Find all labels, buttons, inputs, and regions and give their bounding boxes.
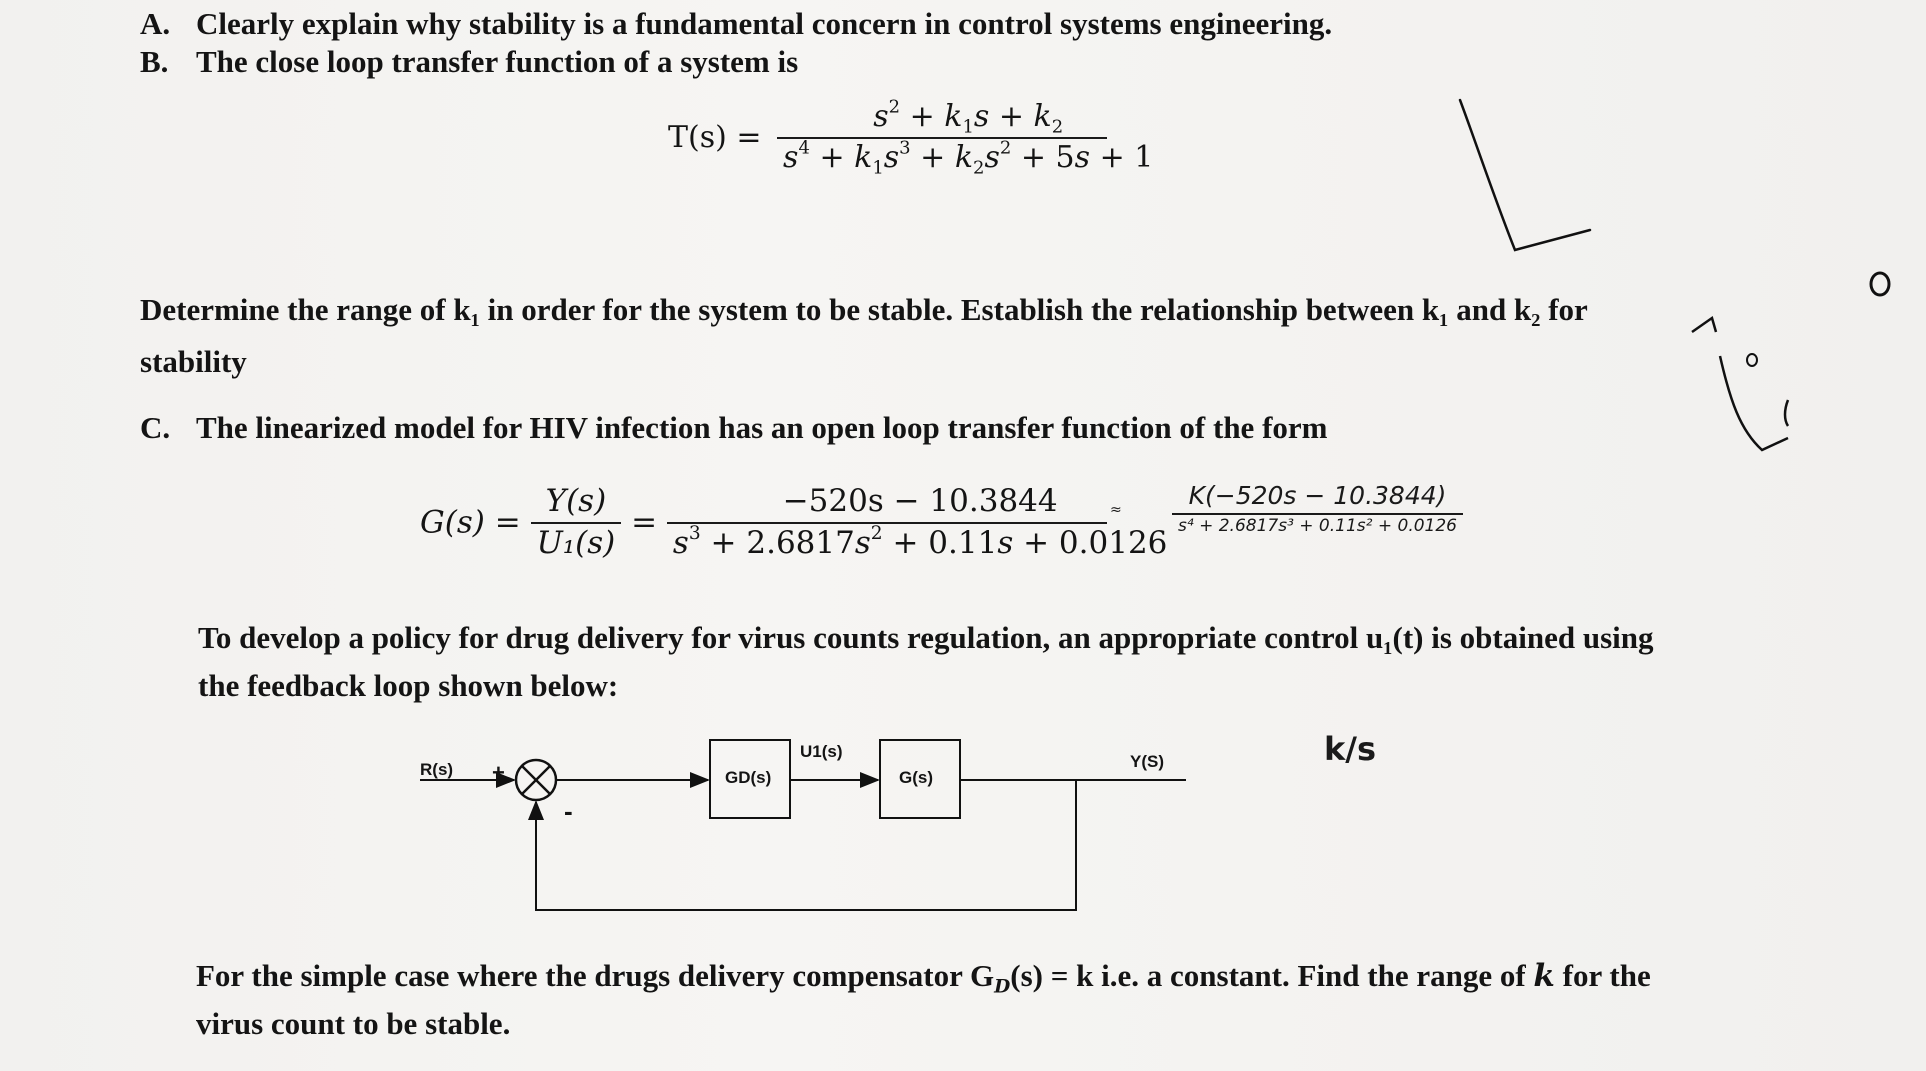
gs-denominator: s3 + 2.6817s2 + 0.11s + 0.0126 [672, 522, 1168, 561]
handwritten-denominator: s⁴ + 2.6817s³ + 0.11s² + 0.0126 [1178, 515, 1457, 536]
gs-ratio-denominator: U₁(s) [536, 524, 616, 561]
question-b: B. The close loop transfer function of a … [140, 44, 798, 80]
paragraph-compensator: For the simple case where the drugs deli… [196, 958, 1651, 998]
question-b-prompt-cont: stability [140, 344, 247, 379]
question-a: A. Clearly explain why stability is a fun… [140, 6, 1332, 42]
question-a-text: Clearly explain why stability is a funda… [196, 6, 1333, 41]
handwritten-approx-mark: ≈ [1110, 502, 1122, 518]
handwritten-margin-marks [1691, 271, 1891, 452]
question-c-label: C. [140, 410, 171, 445]
transfer-function-g: G(s) = Y(s) U₁(s) = −520s − 10.3844 s3 +… [420, 483, 1173, 561]
handwritten-k-over-s-fraction: k/s [1318, 729, 1382, 768]
gs-equals: = [631, 504, 658, 541]
summing-junction [514, 758, 558, 802]
controller-block-label: GD(s) [725, 768, 772, 787]
handwritten-numerator: K(−520s − 10.3844) [1188, 481, 1447, 510]
paragraph-compensator-cont: virus count to be stable. [196, 1006, 511, 1041]
question-c-text: The linearized model for HIV infection h… [196, 410, 1328, 445]
tf-fraction: s2 + k1s + k2 s4 + k1s3 + k2s2 + 5s + 1 [777, 96, 1159, 178]
handwritten-checkmark [1458, 98, 1592, 252]
question-b-text: The close loop transfer function of a sy… [196, 44, 799, 79]
paragraph-compensator-a: For the simple case where the drugs deli… [196, 958, 995, 993]
handwritten-fraction-bar [1172, 512, 1463, 515]
question-b-prompt: Determine the range of k₁ in order for t… [140, 292, 1588, 327]
feedback-block-diagram [420, 739, 1186, 911]
gs-fraction-bar [666, 521, 1107, 524]
question-a-label: A. [140, 6, 171, 41]
gs-ratio-numerator: Y(s) [545, 483, 607, 519]
feedback-path [528, 780, 1077, 911]
handwritten-k-over-s-text: k/s [1324, 729, 1377, 768]
control-signal-label: U1(s) [800, 742, 843, 761]
question-c: C. The linearized model for HIV infection… [140, 410, 1327, 446]
gs-ratio-bar [530, 521, 622, 524]
paragraph-compensator-c: for the [1562, 958, 1651, 993]
handwritten-fraction: K(−520s − 10.3844) s⁴ + 2.6817s³ + 0.11s… [1172, 481, 1463, 536]
question-b-label: B. [140, 44, 169, 79]
input-label: R(s) [420, 760, 454, 779]
tf-fraction-bar [777, 136, 1108, 139]
tf-denominator: s4 + k1s3 + k2s2 + 5s + 1 [783, 137, 1154, 178]
tf-lhs: T(s) = [668, 120, 762, 155]
gs-numerator: −520s − 10.3844 [782, 483, 1058, 519]
summing-plus-sign: + [492, 760, 505, 785]
handwritten-k-over-s: k/s [1318, 728, 1382, 767]
transfer-function-t: T(s) = s2 + k1s + k2 s4 + k1s3 + k2s2 + … [668, 96, 1159, 178]
paragraph-feedback-cont: the feedback loop shown below: [198, 668, 619, 703]
gs-fraction: −520s − 10.3844 s3 + 2.6817s2 + 0.11s + … [666, 483, 1173, 561]
gs-ratio-fraction: Y(s) U₁(s) [530, 483, 622, 561]
handwritten-annotation: K(−520s − 10.3844) s⁴ + 2.6817s³ + 0.11s… [1172, 481, 1463, 536]
paragraph-compensator-b: (s) = k i.e. a constant. Find the range … [1010, 958, 1526, 993]
summing-minus-sign: - [564, 796, 573, 826]
plant-block-label: G(s) [899, 768, 933, 787]
paragraph-feedback: To develop a policy for drug delivery fo… [198, 620, 1654, 655]
tf-numerator: s2 + k1s + k2 [873, 96, 1064, 138]
gs-lhs: G(s) = [420, 504, 521, 541]
output-label: Y(S) [1130, 752, 1164, 771]
